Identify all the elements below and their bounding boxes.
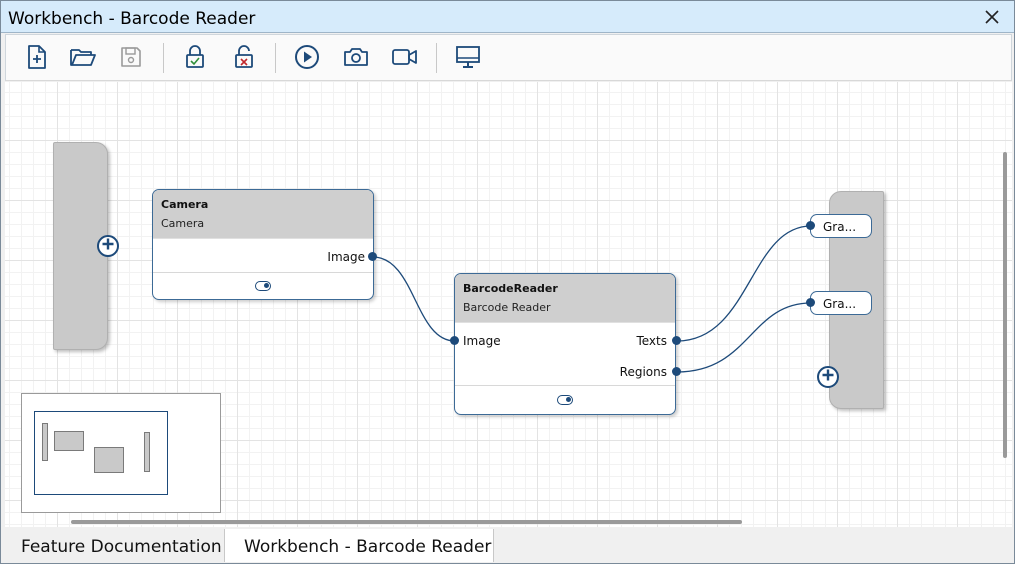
graph-output-port[interactable]: Gra... <box>810 291 872 315</box>
toolbar-separator <box>275 43 276 73</box>
minimap-outputs-bar <box>144 432 150 472</box>
node-footer <box>153 272 373 299</box>
open-folder-icon <box>69 45 97 74</box>
wire-texts-to-output-1 <box>676 225 812 342</box>
node-name: Camera <box>161 198 209 211</box>
graph-canvas[interactable]: Camera Camera Image BarcodeReader Barcod… <box>5 82 1012 527</box>
toggle-icon[interactable] <box>557 395 573 405</box>
toolbar-separator <box>163 43 164 73</box>
output-pin-label: Texts <box>636 334 667 348</box>
output-port-dot[interactable] <box>806 221 815 230</box>
new-file-icon <box>25 44 49 75</box>
monitor-icon <box>455 44 481 75</box>
input-pin-label: Image <box>463 334 501 348</box>
camera-icon <box>343 46 369 73</box>
open-button[interactable] <box>68 44 98 74</box>
graph-output-port[interactable]: Gra... <box>810 214 872 238</box>
node-header: BarcodeReader Barcode Reader <box>455 274 675 323</box>
barcode-reader-node[interactable]: BarcodeReader Barcode Reader Image Texts… <box>454 273 676 415</box>
run-button[interactable] <box>292 44 322 74</box>
vertical-scrollbar[interactable] <box>1003 152 1007 458</box>
toolbar-separator <box>436 43 437 73</box>
output-pin-label: Image <box>327 250 365 264</box>
node-type: Camera <box>161 217 205 230</box>
save-button[interactable] <box>116 44 146 74</box>
toggle-icon[interactable] <box>255 281 271 291</box>
window-title: Workbench - Barcode Reader <box>8 9 256 29</box>
tab-workbench-barcode-reader[interactable]: Workbench - Barcode Reader <box>224 529 494 562</box>
unlock-button[interactable] <box>229 44 259 74</box>
minimap-inputs-bar <box>42 423 48 461</box>
wire-regions-to-output-2 <box>676 302 812 373</box>
output-pin-dot[interactable] <box>368 252 377 261</box>
node-footer <box>455 385 675 414</box>
display-button[interactable] <box>453 44 483 74</box>
unlock-icon <box>233 44 255 75</box>
minimap-camera-node <box>54 431 84 451</box>
play-icon <box>294 44 320 75</box>
node-type: Barcode Reader <box>463 301 551 314</box>
lock-button[interactable] <box>180 44 210 74</box>
plus-icon <box>821 368 835 387</box>
lock-icon <box>184 44 206 75</box>
output-port-dot[interactable] <box>806 298 815 307</box>
camera-node[interactable]: Camera Camera Image <box>152 189 374 300</box>
input-pin-dot[interactable] <box>450 336 459 345</box>
node-name: BarcodeReader <box>463 282 558 295</box>
output-pin-label: Regions <box>619 365 667 379</box>
snapshot-button[interactable] <box>341 44 371 74</box>
video-icon <box>391 47 419 72</box>
horizontal-scrollbar[interactable] <box>71 520 742 524</box>
toolbar <box>5 34 1012 81</box>
add-output-button[interactable] <box>817 366 839 388</box>
tab-feature-documentation[interactable]: Feature Documentation <box>21 537 222 557</box>
add-input-button[interactable] <box>97 235 119 257</box>
plus-icon <box>101 237 115 256</box>
live-video-button[interactable] <box>390 44 420 74</box>
wire-camera-image-to-reader-image <box>372 256 456 342</box>
output-pin-dot[interactable] <box>672 336 681 345</box>
new-file-button[interactable] <box>22 44 52 74</box>
minimap[interactable] <box>21 393 221 513</box>
save-icon <box>119 45 143 74</box>
title-bar: Workbench - Barcode Reader <box>1 1 1014 33</box>
minimap-reader-node <box>94 447 124 473</box>
document-tabs: Feature Documentation Workbench - Barcod… <box>5 528 1012 563</box>
close-icon[interactable] <box>982 7 1002 27</box>
node-header: Camera Camera <box>153 190 373 239</box>
minimap-viewport[interactable] <box>34 411 168 495</box>
output-pin-dot[interactable] <box>672 367 681 376</box>
